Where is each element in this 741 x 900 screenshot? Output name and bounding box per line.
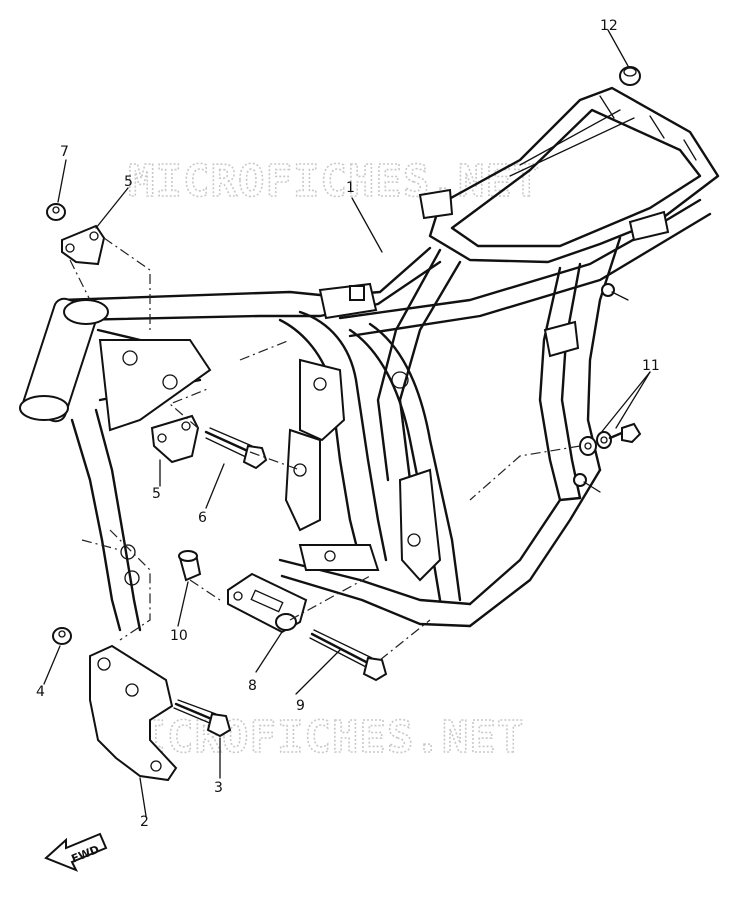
assembly-lines xyxy=(69,237,581,661)
nut-part-4[interactable] xyxy=(52,627,72,645)
fwd-arrow-icon: FWD xyxy=(44,832,108,872)
bolt-part-3[interactable] xyxy=(173,699,232,738)
watermark-top: MICROFICHES.NET xyxy=(128,156,540,207)
callout-2: 2 xyxy=(140,814,149,830)
bolt-part-6[interactable] xyxy=(204,427,268,470)
callout-8: 8 xyxy=(248,678,257,694)
callout-1: 1 xyxy=(346,180,355,196)
callout-3: 3 xyxy=(214,780,223,796)
plate-part-5-upper[interactable] xyxy=(61,224,106,266)
callout-6: 6 xyxy=(198,510,207,526)
bracket-part-8[interactable] xyxy=(227,572,308,634)
plate-part-5-lower[interactable] xyxy=(150,414,200,464)
callout-5-upper: 5 xyxy=(124,174,133,190)
bracket-part-2[interactable] xyxy=(89,644,178,782)
nut-part-7[interactable] xyxy=(46,203,66,221)
callout-11: 11 xyxy=(642,358,660,374)
callout-10: 10 xyxy=(170,628,188,644)
grommet-part-12[interactable] xyxy=(619,66,641,86)
callout-7: 7 xyxy=(60,144,69,160)
leader-lines xyxy=(43,29,651,817)
bolt-part-9[interactable] xyxy=(309,629,388,682)
watermark-bottom: MICROFICHES.NET xyxy=(112,712,524,763)
bolt-washer-part-11[interactable] xyxy=(579,422,642,456)
frame-assembly xyxy=(19,86,720,632)
callout-9: 9 xyxy=(296,698,305,714)
collar-part-10[interactable] xyxy=(178,550,202,582)
callout-5-lower: 5 xyxy=(152,486,161,502)
callout-12: 12 xyxy=(600,18,618,34)
callout-4: 4 xyxy=(36,684,45,700)
